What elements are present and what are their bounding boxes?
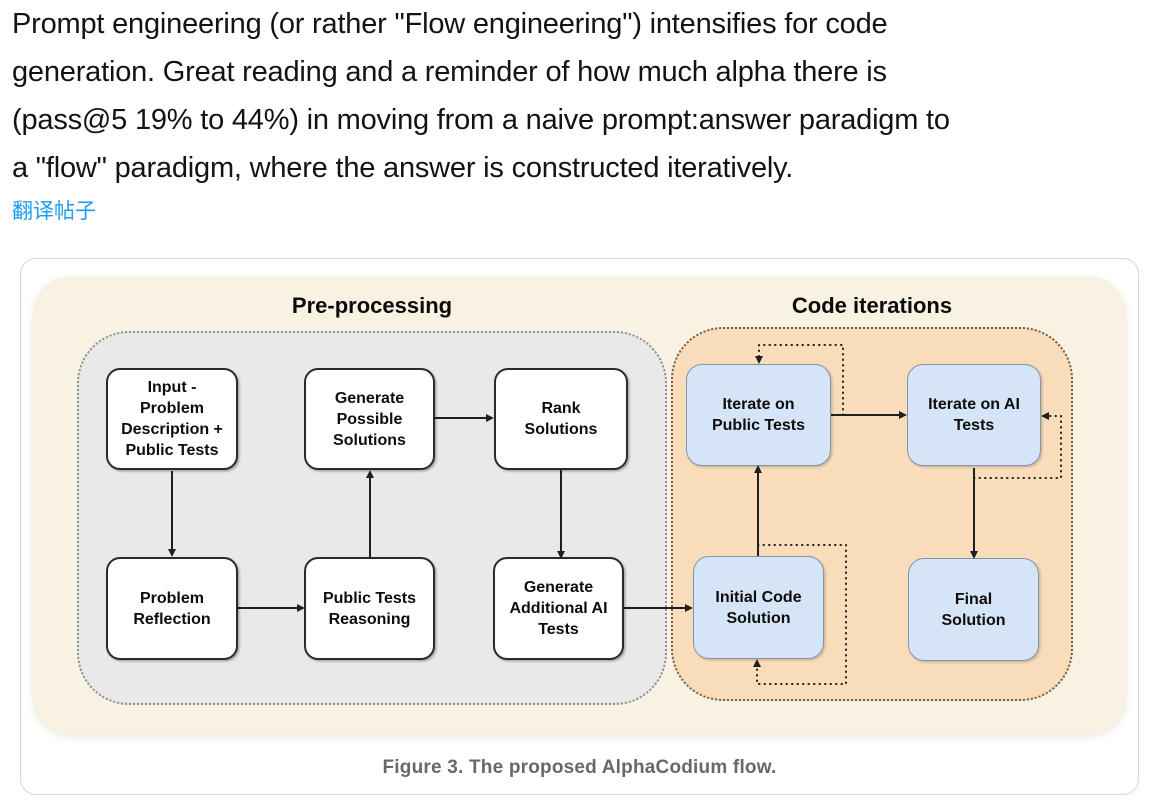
node-label-line: Tests: [953, 417, 995, 434]
tweet-text: Prompt engineering (or rather "Flow engi…: [12, 0, 1162, 192]
node-label-line: Rank: [541, 400, 581, 417]
translate-post-link[interactable]: 翻译帖子: [12, 200, 96, 223]
node-label-line: Public Tests: [711, 417, 806, 434]
tweet-media-card[interactable]: Pre-processing Code iterations Input - P…: [20, 258, 1139, 795]
node-label-line: Generate: [334, 389, 405, 407]
node-label-line: Solutions: [333, 431, 406, 449]
node-iterate-on-public-tests: Iterate on Public Tests: [686, 364, 831, 466]
node-label-line: Reasoning: [328, 610, 411, 628]
node-problem-reflection: Problem Reflection: [106, 557, 238, 660]
code-iterations-label: Code iterations: [791, 293, 953, 318]
node-label-line: Generate: [523, 579, 594, 596]
node-label-line: Additional AI: [509, 600, 608, 617]
node-label-line: Public Tests: [125, 442, 219, 459]
preprocessing-label: Pre-processing: [291, 293, 453, 318]
node-label-line: Initial Code: [715, 588, 802, 606]
figure-caption: Figure 3. The proposed AlphaCodium flow.: [382, 757, 777, 778]
tweet-text-line: Prompt engineering (or rather "Flow engi…: [12, 8, 888, 40]
node-label-line: Tests: [538, 621, 579, 638]
node-label-line: Iterate on AI: [928, 396, 1020, 413]
node-label-line: Iterate on: [722, 396, 795, 413]
node-label-line: Input -: [147, 379, 197, 396]
node-label-line: Possible: [336, 410, 403, 428]
node-label-line: Solution: [941, 611, 1006, 629]
node-generate-additional-ai-tests: Generate Additional AI Tests: [493, 557, 624, 660]
node-label-line: Problem: [139, 400, 204, 417]
node-iterate-on-ai-tests: Iterate on AI Tests: [907, 364, 1041, 466]
node-label-line: Reflection: [133, 610, 211, 628]
node-label-line: Problem: [139, 589, 204, 607]
node-label-line: Solutions: [524, 421, 598, 438]
tweet-text-line: (pass@5 19% to 44%) in moving from a nai…: [12, 104, 950, 136]
node-initial-code-solution: Initial Code Solution: [693, 556, 824, 659]
tweet-text-line: a "flow" paradigm, where the answer is c…: [12, 152, 794, 184]
node-input: Input - Problem Description + Public Tes…: [106, 368, 238, 470]
tweet-text-line: generation. Great reading and a reminder…: [12, 56, 887, 88]
node-generate-possible-solutions: Generate Possible Solutions: [304, 368, 435, 470]
node-label-line: Solution: [726, 609, 791, 627]
node-label-line: Public Tests: [322, 589, 417, 607]
node-label-line: Final: [954, 590, 993, 608]
node-final-solution: Final Solution: [908, 558, 1039, 661]
node-public-tests-reasoning: Public Tests Reasoning: [304, 557, 435, 660]
node-label-line: Description +: [121, 421, 223, 438]
node-rank-solutions: Rank Solutions: [494, 368, 628, 470]
